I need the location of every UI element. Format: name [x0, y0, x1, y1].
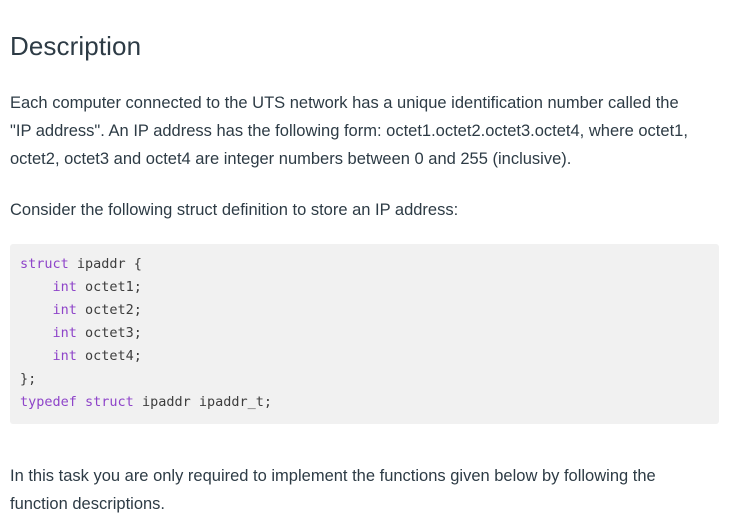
code-token-keyword: int: [52, 325, 77, 341]
code-line: struct ipaddr {: [20, 256, 142, 272]
code-token-keyword: int: [52, 302, 77, 318]
code-token-plain: ipaddr {: [68, 256, 142, 272]
code-token-plain: };: [20, 371, 37, 387]
code-token-plain: [20, 279, 53, 295]
code-token-keyword: int: [52, 279, 77, 295]
code-line: int octet3;: [20, 325, 142, 341]
paragraph-task-note: In this task you are only required to im…: [10, 466, 656, 513]
code-token-plain: octet4;: [76, 348, 142, 364]
code-line: typedef struct ipaddr ipaddr_t;: [20, 394, 272, 410]
code-token-keyword: int: [52, 348, 77, 364]
code-token-plain: octet3;: [76, 325, 142, 341]
code-token-plain: [77, 394, 85, 410]
code-token-plain: [20, 325, 53, 341]
page-title: Description: [10, 31, 142, 61]
code-line: int octet2;: [20, 302, 142, 318]
code-content: struct ipaddr { int octet1; int octet2; …: [20, 256, 272, 410]
paragraph-struct-lead-in: Consider the following struct definition…: [10, 201, 459, 219]
code-line: int octet4;: [20, 348, 142, 364]
code-token-plain: octet1;: [76, 279, 142, 295]
code-token-keyword: struct: [85, 394, 134, 410]
code-line: };: [20, 371, 36, 387]
code-token-keyword: struct: [20, 256, 69, 272]
code-token-plain: [20, 348, 53, 364]
code-token-plain: ipaddr ipaddr_t;: [133, 394, 272, 410]
code-token-plain: octet2;: [76, 302, 142, 318]
code-token-keyword: typedef: [20, 394, 77, 410]
code-line: int octet1;: [20, 279, 142, 295]
code-block-ipaddr-struct: struct ipaddr { int octet1; int octet2; …: [10, 244, 719, 424]
code-token-plain: [20, 302, 53, 318]
paragraph-ip-address-intro: Each computer connected to the UTS netwo…: [10, 94, 688, 168]
